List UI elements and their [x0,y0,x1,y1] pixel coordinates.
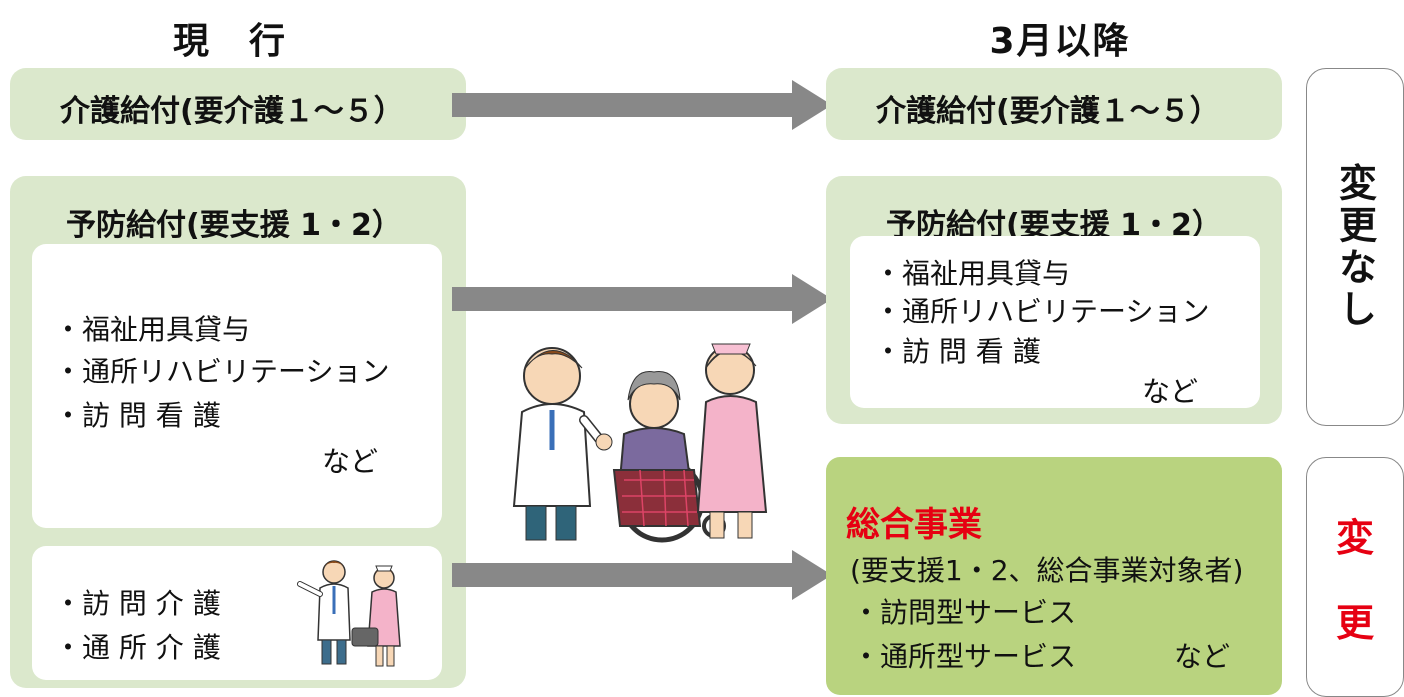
no-change-label-box: 変更なし [1306,68,1404,426]
header-current: 現 行 [172,21,287,62]
general-project-etc: など [1174,640,1231,673]
right-prevention-item: ・訪 問 看 護 [874,335,1041,368]
arrow-prevention [452,274,832,324]
general-project-item: ・訪問型サービス [852,596,1077,629]
no-change-label: 変更なし [1332,163,1377,331]
left-care-items-box: ・訪 問 介 護 ・通 所 介 護 [32,546,442,680]
right-prevention-etc: など [1142,375,1199,408]
change-label-box: 変 更 [1306,457,1404,697]
doctor-nurse-wheelchair-patient-illustration [512,343,768,543]
right-prevention-items-box: ・福祉用具貸与 ・通所リハビリテーション ・訪 問 看 護 など [850,236,1260,408]
left-care-benefit-label: 介護給付(要介護１～５） [60,94,404,129]
left-care-item: ・訪 問 介 護 [54,587,221,620]
left-prevention-title: 予防給付(要支援 1・2） [66,208,402,243]
general-project-box: 総合事業 (要支援1・2、総合事業対象者) ・訪問型サービス ・通所型サービス … [826,457,1282,695]
left-prevention-items-box: ・福祉用具貸与 ・通所リハビリテーション ・訪 問 看 護 など [32,244,442,528]
right-prevention-item: ・通所リハビリテーション [874,295,1210,328]
change-label-char: 変 [1335,516,1374,560]
general-project-item: ・通所型サービス [852,640,1077,673]
left-prevention-etc: など [322,445,379,478]
left-prevention-item: ・福祉用具貸与 [54,313,251,346]
right-care-benefit-box: 介護給付(要介護１～５） [826,68,1282,140]
left-care-benefit-box: 介護給付(要介護１～５） [10,68,466,140]
doctor-nurse-small-illustration [297,560,401,667]
right-prevention-box: 予防給付(要支援 1・2） ・福祉用具貸与 ・通所リハビリテーション ・訪 問 … [826,176,1282,424]
arrow-care-benefit [452,80,832,130]
arrow-general [452,550,832,600]
left-prevention-box: 予防給付(要支援 1・2） ・福祉用具貸与 ・通所リハビリテーション ・訪 問 … [10,176,466,688]
left-prevention-item: ・通所リハビリテーション [54,355,390,388]
general-project-subtitle: (要支援1・2、総合事業対象者) [850,554,1244,587]
right-care-benefit-label: 介護給付(要介護１～５） [876,94,1220,129]
change-label-char: 更 [1335,601,1374,645]
right-prevention-item: ・福祉用具貸与 [874,257,1071,290]
header-after: 3月以降 [989,21,1131,62]
general-project-title: 総合事業 [846,505,982,545]
left-care-item: ・通 所 介 護 [54,631,221,664]
left-prevention-item: ・訪 問 看 護 [54,399,221,432]
